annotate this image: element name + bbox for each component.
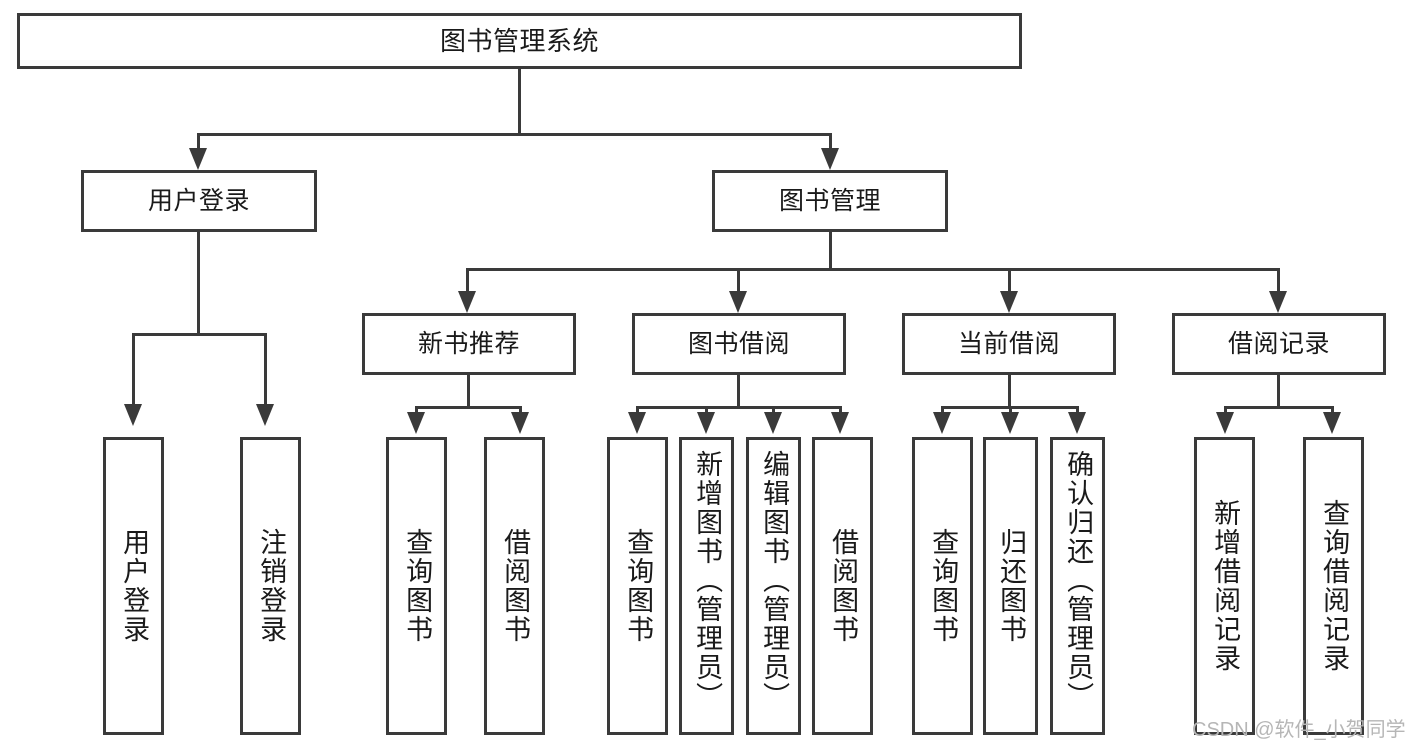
arrowhead-current-borrow [1000, 291, 1018, 313]
node-book-management[interactable]: 图书管理 [712, 170, 948, 232]
node-book-borrow[interactable]: 图书借阅 [632, 313, 846, 375]
edge-drop-leaf-borrow-book-2 [839, 406, 842, 414]
edge-drop-leaf-query-record [1331, 406, 1334, 414]
leaf-borrow-book-1[interactable]: 借阅图书 [484, 437, 545, 735]
node-label: 用户登录 [119, 528, 150, 644]
edge-current-borrow-stem [1008, 375, 1011, 408]
leaf-user-login[interactable]: 用户登录 [103, 437, 164, 735]
arrowhead-leaf-add-book [697, 412, 715, 434]
node-label: 图书借阅 [687, 329, 790, 358]
arrowhead-leaf-borrow-book-2 [831, 412, 849, 434]
edge-drop-leaf-borrow-book-1 [519, 406, 522, 414]
leaf-return-book[interactable]: 归还图书 [983, 437, 1038, 735]
arrowhead-leaf-borrow-book-1 [511, 412, 529, 434]
node-label: 新书推荐 [417, 329, 520, 358]
edge-drop-borrow-record [1277, 268, 1280, 293]
edge-drop-leaf-confirm-return [1076, 406, 1079, 414]
edge-root-stem [518, 69, 521, 135]
arrowhead-leaf-add-record [1216, 412, 1234, 434]
node-label: 借阅图书 [828, 528, 859, 644]
arrowhead-new-book-recommend [458, 291, 476, 313]
leaf-add-book[interactable]: 新增图书（管理员） [679, 437, 734, 735]
csdn-watermark: CSDN @软件_小贺同学 [1192, 719, 1405, 741]
node-label: 图书管理 [778, 186, 881, 215]
node-label: 查询图书 [402, 528, 433, 644]
leaf-query-book-2[interactable]: 查询图书 [607, 437, 668, 735]
node-label: 用户登录 [147, 186, 250, 215]
arrowhead-borrow-record [1269, 291, 1287, 313]
node-label: 查询借阅记录 [1319, 499, 1350, 673]
node-label: 查询图书 [623, 528, 654, 644]
edge-book-management-stem [829, 232, 832, 270]
edge-drop-leaf-user-login [132, 333, 135, 405]
edge-drop-leaf-return-book [1009, 406, 1012, 414]
edge-level3-bus [466, 268, 1280, 271]
arrowhead-user-login [189, 148, 207, 170]
edge-drop-current-borrow [1008, 268, 1011, 293]
node-label: 注销登录 [256, 528, 287, 644]
leaf-edit-book[interactable]: 编辑图书（管理员） [746, 437, 801, 735]
arrowhead-leaf-confirm-return [1068, 412, 1086, 434]
edge-drop-leaf-logout [264, 333, 267, 405]
edge-drop-leaf-query-book-3 [941, 406, 944, 414]
node-current-borrow[interactable]: 当前借阅 [902, 313, 1116, 375]
edge-drop-book-management [829, 133, 832, 150]
arrowhead-leaf-user-login [124, 404, 142, 426]
edge-drop-new-book-recommend [466, 268, 469, 293]
node-label: 当前借阅 [957, 329, 1060, 358]
edge-book-borrow-bus [636, 406, 842, 409]
edge-drop-leaf-edit-book [772, 406, 775, 414]
node-user-login[interactable]: 用户登录 [81, 170, 317, 232]
node-label: 新增借阅记录 [1210, 499, 1241, 673]
edge-level2-bus [197, 133, 832, 136]
arrowhead-leaf-logout [256, 404, 274, 426]
node-label: 新增图书（管理员） [692, 450, 723, 711]
arrowhead-book-borrow [729, 291, 747, 313]
leaf-query-book-1[interactable]: 查询图书 [386, 437, 447, 735]
arrowhead-leaf-return-book [1001, 412, 1019, 434]
node-label: 借阅图书 [500, 528, 531, 644]
node-borrow-record[interactable]: 借阅记录 [1172, 313, 1386, 375]
leaf-query-book-3[interactable]: 查询图书 [912, 437, 973, 735]
edge-borrow-record-bus [1224, 406, 1334, 409]
leaf-confirm-return[interactable]: 确认归还（管理员） [1050, 437, 1105, 735]
edge-drop-user-login [197, 133, 200, 150]
edge-borrow-record-stem [1277, 375, 1280, 408]
node-label: 编辑图书（管理员） [759, 450, 790, 711]
node-label: 查询图书 [928, 528, 959, 644]
edge-drop-leaf-add-record [1224, 406, 1227, 414]
node-label: 确认归还（管理员） [1063, 450, 1094, 711]
arrowhead-leaf-query-book-3 [933, 412, 951, 434]
edge-new-book-recommend-bus [415, 406, 522, 409]
leaf-query-record[interactable]: 查询借阅记录 [1303, 437, 1364, 735]
edge-drop-leaf-query-book-2 [636, 406, 639, 414]
node-label: 借阅记录 [1227, 329, 1330, 358]
edge-user-login-bus [132, 333, 267, 336]
edge-drop-leaf-add-book [705, 406, 708, 414]
leaf-borrow-book-2[interactable]: 借阅图书 [812, 437, 873, 735]
leaf-logout[interactable]: 注销登录 [240, 437, 301, 735]
edge-book-borrow-stem [737, 375, 740, 408]
edge-drop-book-borrow [737, 268, 740, 293]
arrowhead-leaf-edit-book [764, 412, 782, 434]
edge-new-book-recommend-stem [467, 375, 470, 408]
node-label: 图书管理系统 [439, 26, 599, 56]
arrowhead-leaf-query-record [1323, 412, 1341, 434]
arrowhead-leaf-query-book-2 [628, 412, 646, 434]
node-new-book-recommend[interactable]: 新书推荐 [362, 313, 576, 375]
arrowhead-book-management [821, 148, 839, 170]
edge-drop-leaf-query-book-1 [415, 406, 418, 414]
node-root-book-management-system[interactable]: 图书管理系统 [17, 13, 1022, 69]
arrowhead-leaf-query-book-1 [407, 412, 425, 434]
leaf-add-record[interactable]: 新增借阅记录 [1194, 437, 1255, 735]
node-label: 归还图书 [996, 528, 1027, 644]
edge-user-login-stem [197, 232, 200, 335]
